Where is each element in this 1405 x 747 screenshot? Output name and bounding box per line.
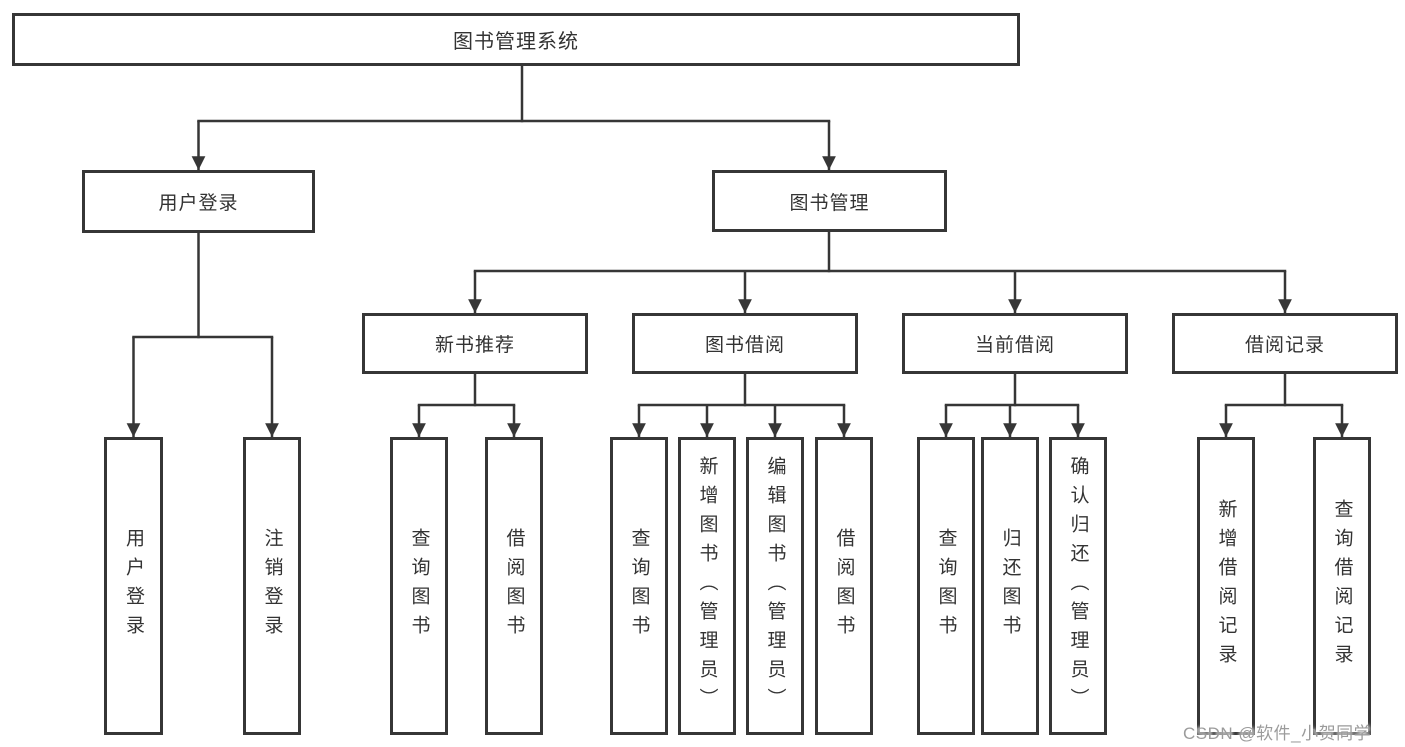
leaf-query-books-borrow: 查询图书	[610, 437, 668, 735]
node-current-borrow: 当前借阅	[902, 313, 1128, 374]
node-root-system: 图书管理系统	[12, 13, 1020, 66]
leaf-query-books-recommend: 查询图书	[390, 437, 448, 735]
node-book-management: 图书管理	[712, 170, 947, 232]
watermark: CSDN @软件_小贺同学	[1183, 724, 1372, 743]
node-borrow-record: 借阅记录	[1172, 313, 1398, 374]
node-book-borrow: 图书借阅	[632, 313, 858, 374]
node-new-book-recommend: 新书推荐	[362, 313, 588, 374]
node-user-login: 用户登录	[82, 170, 315, 233]
leaf-query-borrow-record: 查询借阅记录	[1313, 437, 1371, 735]
leaf-edit-books-admin: 编辑图书（管理员）	[746, 437, 804, 735]
leaf-return-books: 归还图书	[981, 437, 1039, 735]
leaf-confirm-return-admin: 确认归还（管理员）	[1049, 437, 1107, 735]
leaf-query-books-current: 查询图书	[917, 437, 975, 735]
leaf-borrow-books-recommend: 借阅图书	[485, 437, 543, 735]
leaf-add-books-admin: 新增图书（管理员）	[678, 437, 736, 735]
leaf-user-login: 用户登录	[104, 437, 163, 735]
leaf-borrow-books: 借阅图书	[815, 437, 873, 735]
leaf-add-borrow-record: 新增借阅记录	[1197, 437, 1255, 735]
leaf-logout: 注销登录	[243, 437, 301, 735]
